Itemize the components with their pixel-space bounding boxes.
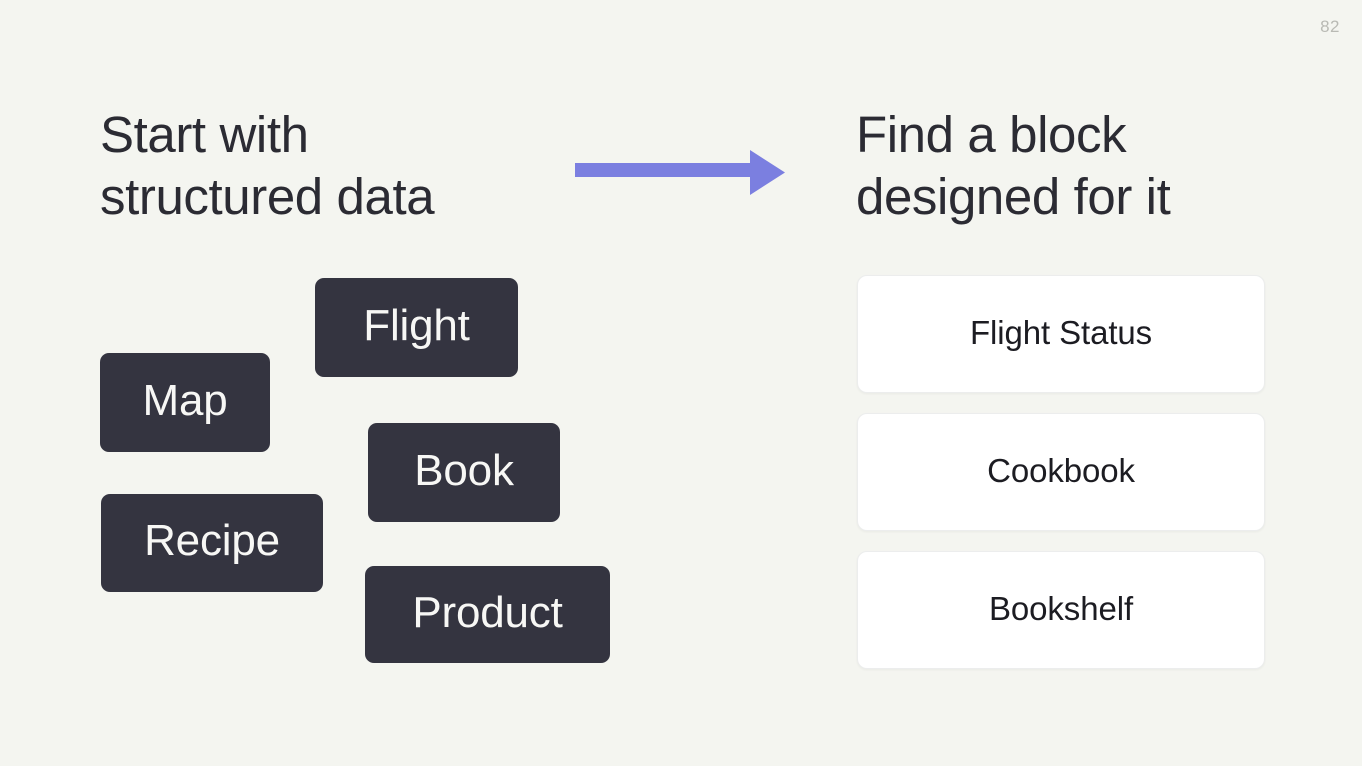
- arrow-right-icon: [575, 145, 790, 200]
- chip-product[interactable]: Product: [365, 566, 610, 663]
- card-label: Flight Status: [969, 314, 1153, 351]
- card-label: Cookbook: [987, 452, 1135, 489]
- card-label: Bookshelf: [988, 590, 1134, 627]
- chip-recipe[interactable]: Recipe: [101, 494, 323, 592]
- chip-label: Map: [142, 375, 228, 425]
- right-heading: Find a block designed for it: [856, 106, 1171, 226]
- chip-label: Recipe: [144, 516, 280, 565]
- page-number: 82: [1320, 17, 1340, 36]
- left-heading: Start with structured data: [100, 106, 435, 226]
- block-card-cookbook[interactable]: Cookbook: [857, 413, 1265, 531]
- chip-book[interactable]: Book: [368, 423, 560, 522]
- chip-flight[interactable]: Flight: [315, 278, 518, 377]
- block-card-flight-status[interactable]: Flight Status: [857, 275, 1265, 393]
- chip-label: Product: [412, 587, 563, 637]
- chip-label: Book: [414, 445, 514, 495]
- block-card-bookshelf[interactable]: Bookshelf: [857, 551, 1265, 669]
- chip-map[interactable]: Map: [100, 353, 270, 452]
- chip-label: Flight: [363, 300, 470, 350]
